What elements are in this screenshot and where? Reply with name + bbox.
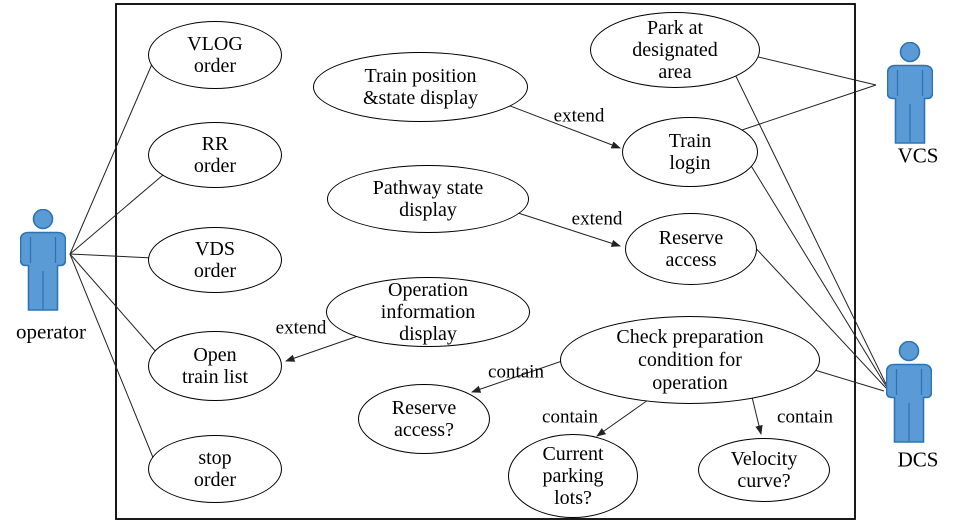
- use-case-label: stop order: [193, 447, 237, 491]
- use-case-label: VLOG order: [187, 33, 243, 77]
- use-case-train-login: Train login: [622, 117, 758, 187]
- use-case-current-parking-lots: Current parking lots?: [508, 434, 638, 518]
- use-case-label: Operation information display: [380, 279, 476, 345]
- use-case-open-train-list: Open train list: [148, 331, 282, 401]
- edge-label-contain-reserve-access-q: contain: [488, 361, 544, 383]
- person-icon-vcs: [887, 42, 933, 144]
- contain-arrow-check-preparation-to-current-parking: [596, 399, 649, 437]
- association-operator-vds-order: [69, 253, 154, 259]
- use-case-reserve-access-q: Reserve access?: [358, 384, 490, 454]
- use-case-vlog-order: VLOG order: [148, 21, 282, 89]
- contain-arrow-check-preparation-to-velocity-curve: [751, 396, 763, 435]
- extend-arrow-operation-info-to-open-train-list: [285, 335, 359, 362]
- association-operator-vlog-order: [69, 63, 153, 255]
- use-case-pathway-state-display: Pathway state display: [327, 165, 529, 233]
- use-case-operation-information-display: Operation information display: [326, 277, 530, 347]
- use-case-label: Reserve access: [658, 227, 724, 271]
- use-case-park-at-designated-area: Park at designated area: [590, 12, 760, 88]
- edge-label-extend-train-login: extend: [553, 105, 605, 127]
- use-case-label: Train login: [668, 130, 712, 174]
- use-case-label: Train position &state display: [363, 65, 478, 109]
- association-park-vcs: [749, 54, 877, 86]
- person-icon-operator: [20, 209, 66, 311]
- use-case-rr-order: RR order: [148, 122, 282, 188]
- use-case-check-preparation: Check preparation condition for operatio…: [560, 316, 820, 404]
- use-case-label: Open train list: [181, 344, 249, 388]
- use-case-label: Velocity curve?: [730, 448, 798, 492]
- use-case-label: VDS order: [193, 238, 237, 282]
- person-icon-dcs: [886, 341, 932, 443]
- use-case-label: RR order: [193, 133, 237, 177]
- association-check-preparation-dcs: [807, 367, 885, 392]
- association-operator-stop-order: [69, 253, 155, 461]
- association-operator-open-train-list: [69, 253, 158, 354]
- extend-arrow-train-position-to-train-login: [504, 103, 621, 149]
- use-case-label: Check preparation condition for operatio…: [616, 325, 764, 394]
- association-reserve-access-dcs: [749, 241, 887, 389]
- use-case-label: Current parking lots?: [542, 443, 604, 509]
- extend-arrow-pathway-to-reserve-access: [511, 210, 621, 247]
- use-case-reserve-access: Reserve access: [625, 213, 757, 285]
- edge-label-extend-open-train-list: extend: [275, 317, 327, 339]
- use-case-stop-order: stop order: [148, 435, 282, 503]
- use-case-train-position-state-display: Train position &state display: [313, 52, 528, 122]
- actor-label-dcs: DCS: [897, 447, 939, 472]
- use-case-velocity-curve: Velocity curve?: [698, 438, 830, 502]
- association-operator-rr-order: [69, 174, 164, 255]
- edge-label-contain-current-parking: contain: [542, 406, 598, 428]
- use-case-label: Pathway state display: [372, 177, 484, 221]
- actor-label-vcs: VCS: [897, 143, 939, 168]
- association-park-dcs: [728, 61, 887, 385]
- actor-label-operator: operator: [16, 319, 86, 344]
- edge-label-extend-reserve-access: extend: [571, 208, 623, 230]
- use-case-label: Park at designated area: [632, 17, 718, 83]
- contain-arrow-check-preparation-to-reserve-access-q: [471, 359, 566, 393]
- system-boundary: [115, 3, 856, 520]
- edge-label-contain-velocity-curve: contain: [777, 406, 833, 428]
- association-train-login-dcs: [749, 163, 887, 387]
- use-case-vds-order: VDS order: [148, 227, 282, 293]
- use-case-label: Reserve access?: [391, 397, 457, 441]
